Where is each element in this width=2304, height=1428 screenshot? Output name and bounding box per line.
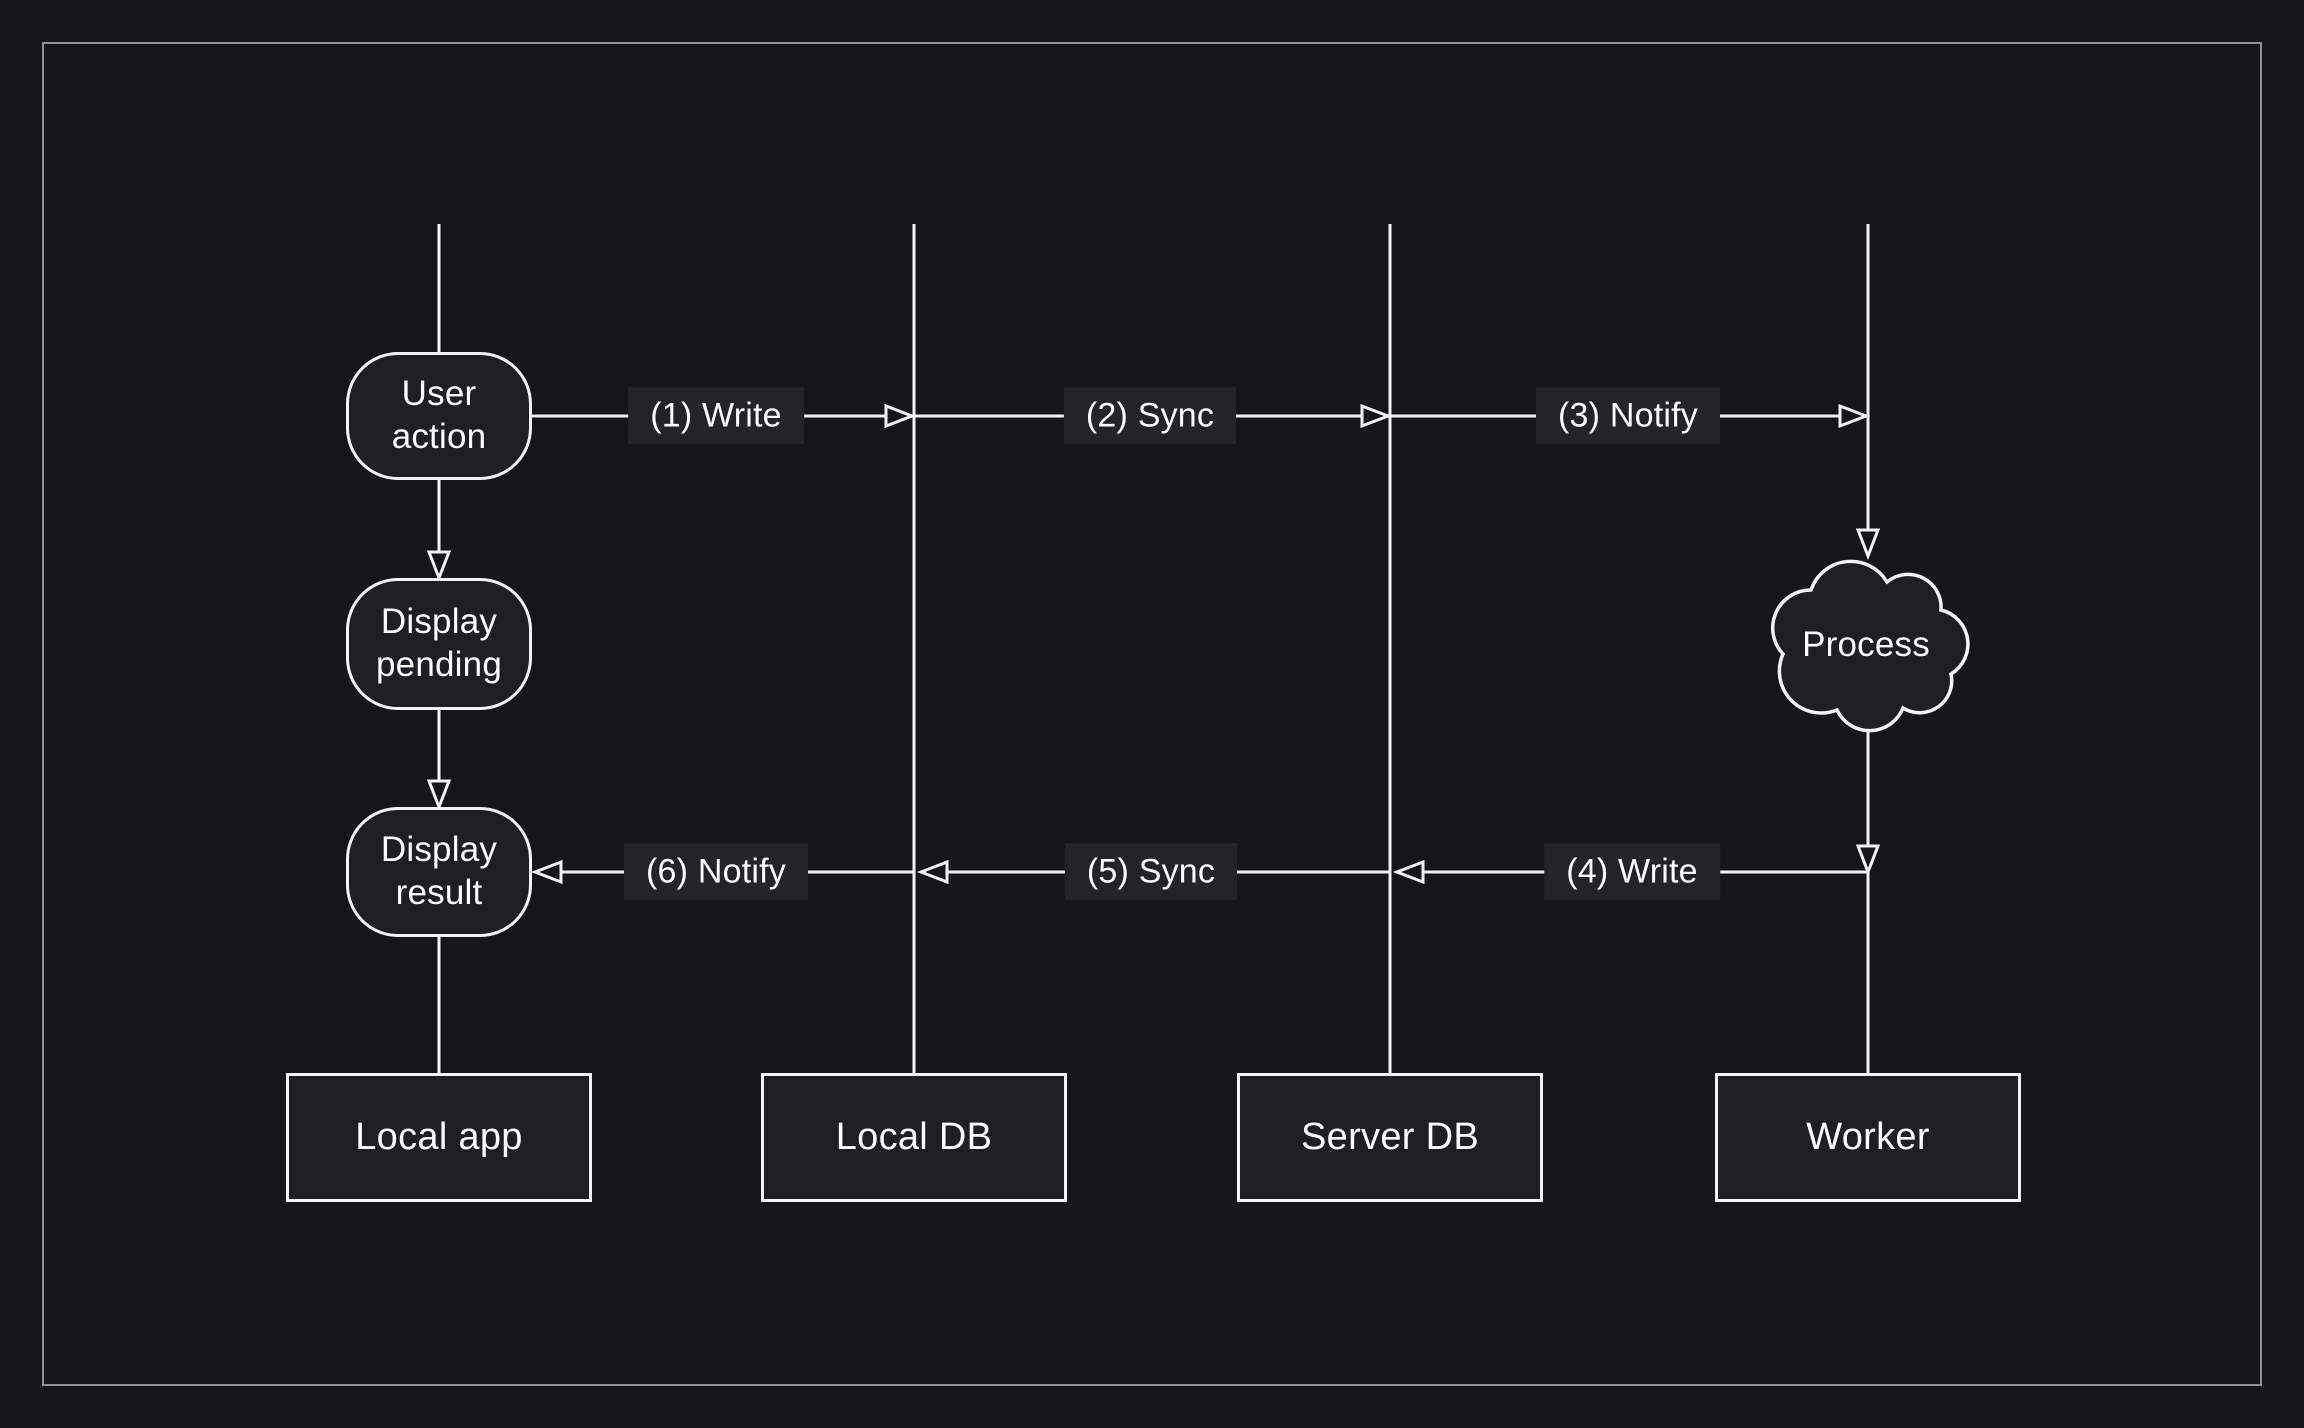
node-display-pending[interactable]: Display pending [346,578,532,710]
process-label-text: Process [1802,625,1930,664]
edge-label-1-text: (1) Write [650,396,782,435]
node-user-action[interactable]: User action [346,352,532,480]
node-process-label[interactable]: Process [1802,625,1930,665]
lane-local-app[interactable]: Local app [286,1073,592,1202]
edge-label-6-text: (6) Notify [646,852,786,891]
lane-server-db[interactable]: Server DB [1237,1073,1543,1202]
arrowhead-right-icon [1360,403,1393,429]
lane-server-db-label: Server DB [1301,1116,1479,1158]
arrowhead-left-icon [530,859,563,885]
edge-label-2-sync[interactable]: (2) Sync [1063,387,1237,445]
arrowhead-left-icon [916,859,949,885]
lane-local-db[interactable]: Local DB [761,1073,1067,1202]
arrowhead-down-icon [1855,528,1881,561]
edge-label-6-notify[interactable]: (6) Notify [624,843,808,901]
edge-label-3-notify[interactable]: (3) Notify [1536,387,1720,445]
lane-worker-label: Worker [1806,1116,1930,1158]
arrowhead-right-icon [1838,403,1871,429]
arrowhead-left-icon [1392,859,1425,885]
lane-local-db-label: Local DB [835,1116,993,1158]
node-display-result[interactable]: Display result [346,807,532,937]
node-display-pending-label: Display pending [376,602,502,684]
edge-label-5-text: (5) Sync [1086,852,1216,891]
edge-label-5-sync[interactable]: (5) Sync [1064,843,1238,901]
arrowhead-down-icon [1855,844,1881,877]
edge-label-4-write[interactable]: (4) Write [1544,843,1720,901]
arrowhead-down-icon [426,779,452,812]
process-cloud-shape[interactable] [1770,559,1970,733]
node-display-result-label: Display result [380,830,498,912]
edge-label-3-text: (3) Notify [1558,396,1698,435]
edge-label-2-text: (2) Sync [1085,396,1215,435]
arrowhead-down-icon [426,550,452,583]
lane-local-app-label: Local app [355,1116,523,1158]
edge-label-1-write[interactable]: (1) Write [628,387,804,445]
node-user-action-label: User action [391,374,487,456]
edge-label-4-text: (4) Write [1566,852,1698,891]
lane-worker[interactable]: Worker [1715,1073,2021,1202]
arrowhead-right-icon [884,403,917,429]
